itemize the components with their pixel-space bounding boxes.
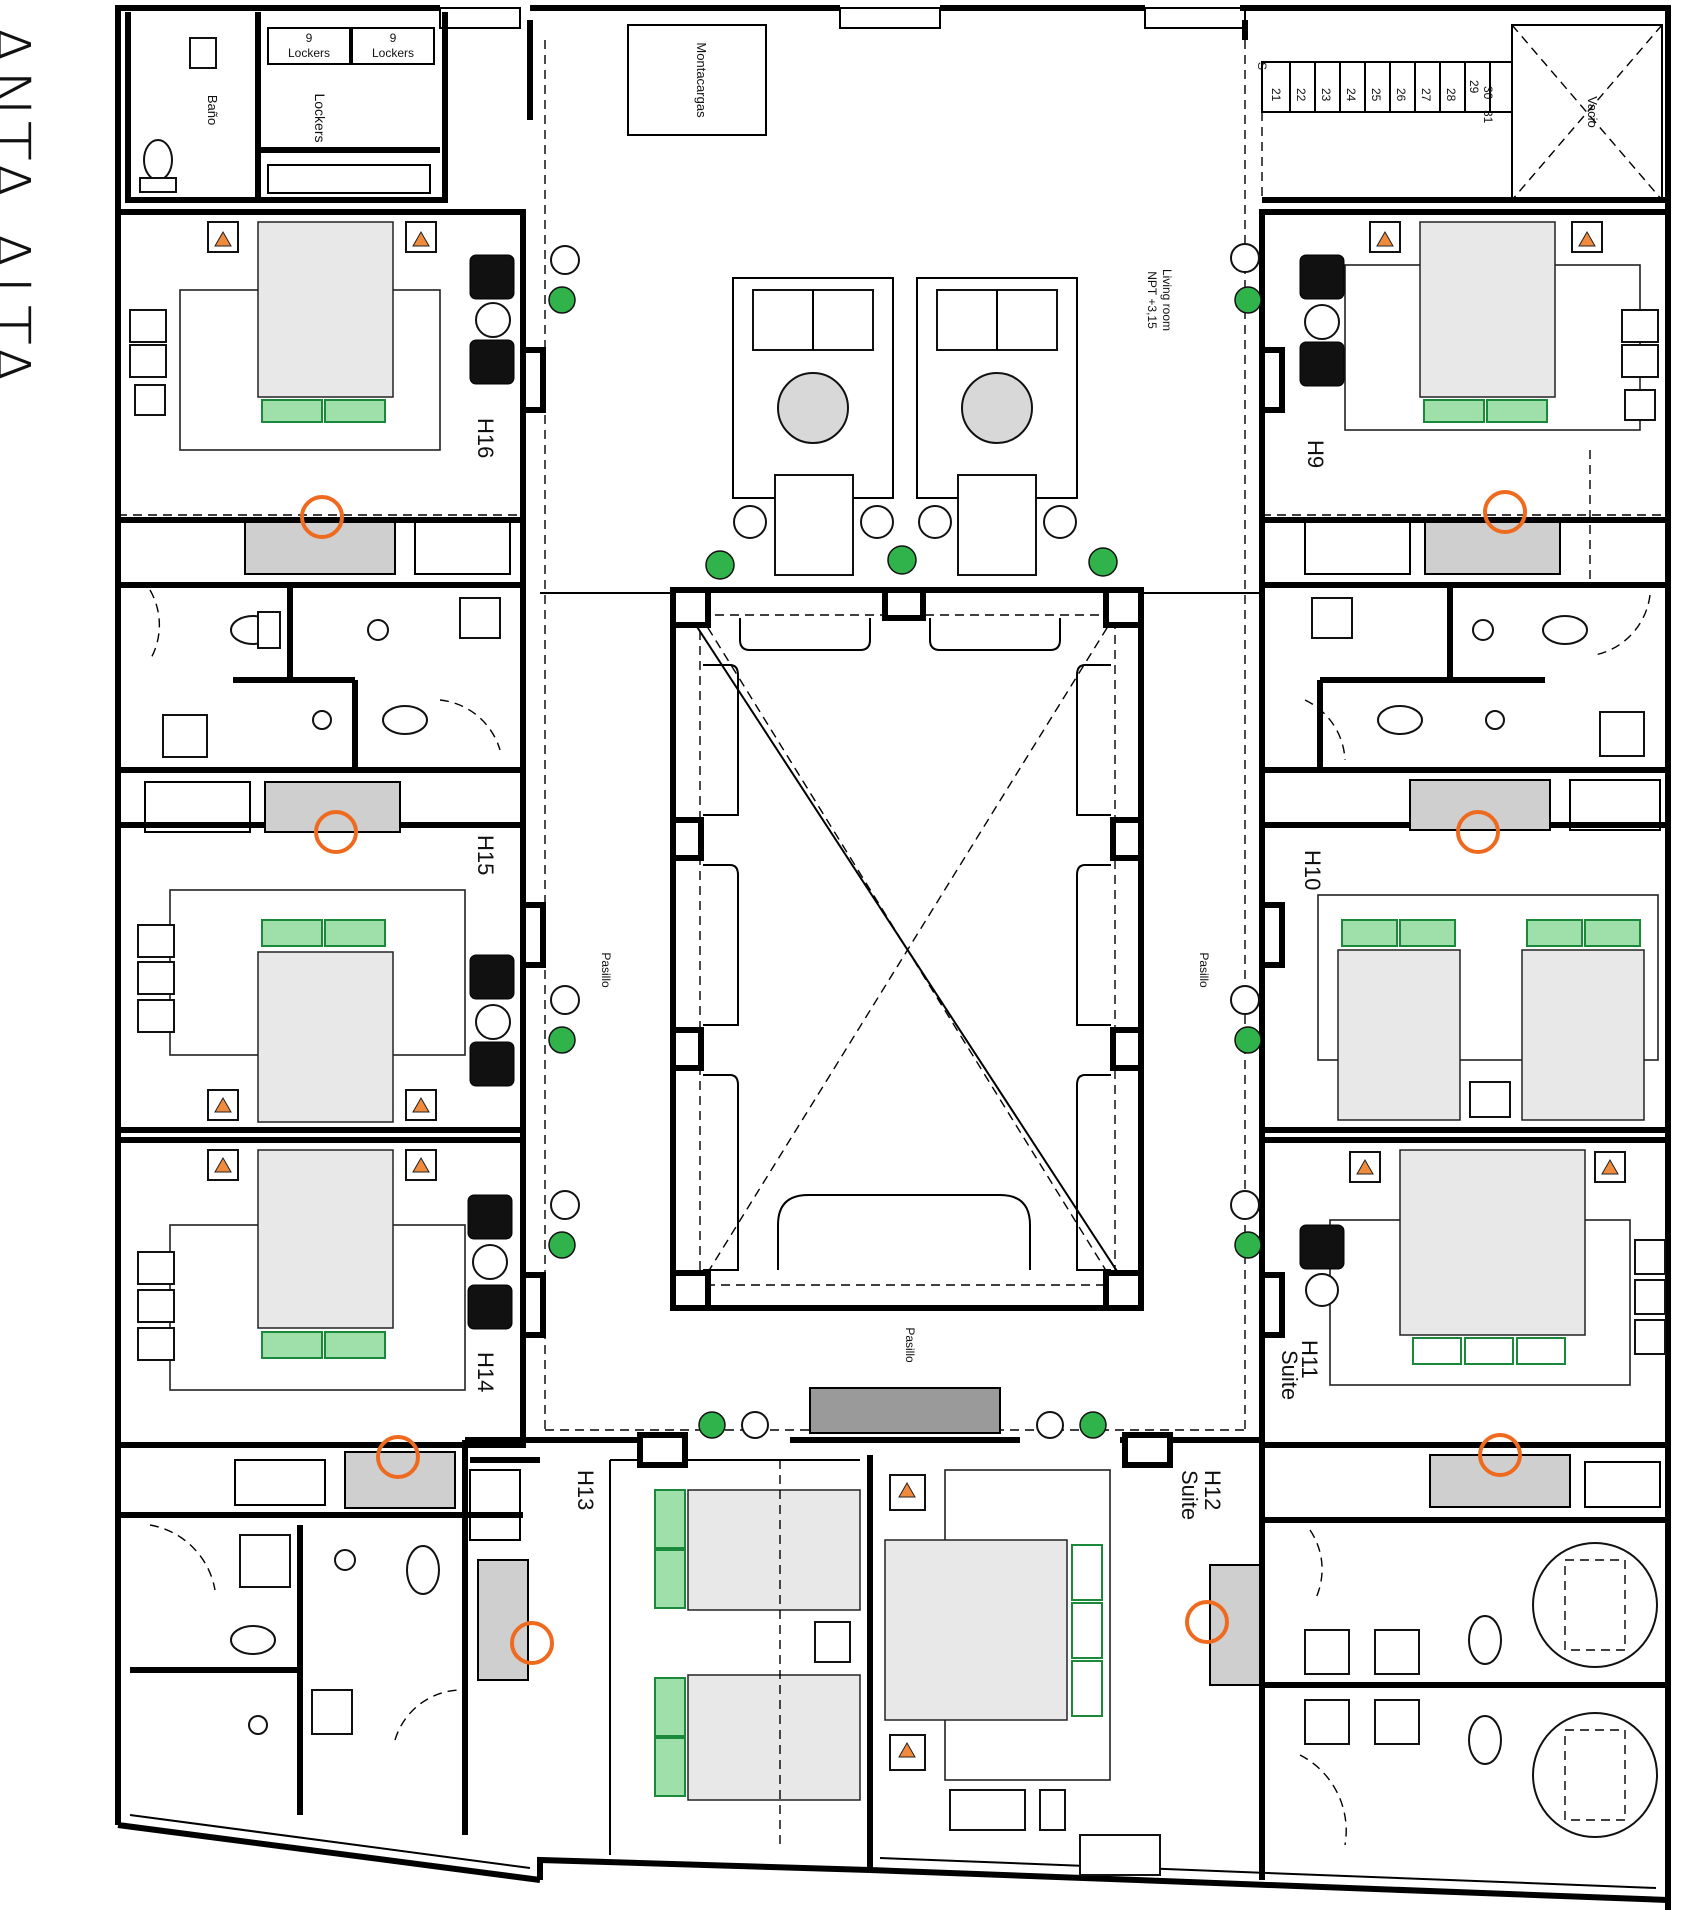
stair-step-22: 22 — [1294, 88, 1308, 102]
bath-right-upper — [1304, 594, 1661, 854]
stair-step-23: 23 — [1319, 88, 1333, 102]
lockers-a-count: 9 — [306, 31, 313, 45]
central-void — [670, 587, 1144, 1311]
stair-step-29: 29 — [1467, 80, 1481, 94]
npt-label: NPT +3,15 — [1145, 271, 1159, 329]
room-h15: H15 — [137, 835, 515, 1123]
stair-step-25: 25 — [1369, 88, 1383, 102]
room-label-h16: H16 — [473, 418, 498, 458]
room-label-h10: H10 — [1300, 850, 1325, 890]
room-label-h9: H9 — [1303, 440, 1328, 468]
lockers-a-word: Lockers — [288, 46, 330, 60]
montacargas-box — [627, 24, 767, 136]
room-label-h15: H15 — [473, 835, 498, 875]
room-label-h12: H12 — [1200, 1470, 1225, 1510]
stair-step-26: 26 — [1394, 88, 1408, 102]
lockers-b-word: Lockers — [372, 46, 414, 60]
room-h12: H12 Suite — [884, 1469, 1261, 1876]
room-h11: H11 Suite — [1277, 1149, 1666, 1508]
room-h14: H14 — [137, 1149, 513, 1509]
room-label-h14: H14 — [473, 1352, 498, 1392]
stair-step-27: 27 — [1419, 88, 1433, 102]
banio-label: Baño — [205, 95, 220, 125]
room-h16: H16 — [129, 221, 515, 575]
stair-s-label: S — [1255, 62, 1269, 70]
room-sublabel-h12: Suite — [1177, 1470, 1202, 1520]
stair-step-30: 30 — [1481, 86, 1495, 100]
bath-right-lower — [1299, 1529, 1658, 1846]
lockers-label: Lockers — [312, 93, 328, 142]
bath-lockers: Baño Lockers 9 Lockers 9 Lockers — [125, 12, 448, 203]
bath-left-lower — [149, 1524, 461, 1741]
room-sublabel-h11: Suite — [1277, 1350, 1302, 1400]
room-h10: H10 — [1300, 850, 1659, 1121]
room-h13: H13 — [477, 1460, 861, 1850]
living-room: Living room NPT +3,15 — [732, 269, 1174, 576]
stair-step-21: 21 — [1269, 88, 1283, 102]
room-h9: H9 — [1299, 221, 1659, 575]
center-bottom-walls — [465, 1437, 1265, 1880]
room-label-h11: H11 — [1297, 1340, 1322, 1379]
plants — [548, 243, 1262, 1439]
stair-step-24: 24 — [1344, 88, 1358, 102]
stair-step-28: 28 — [1444, 88, 1458, 102]
stairs: S 21 22 23 24 25 26 27 28 29 30 31 Vacio — [1255, 24, 1668, 203]
pasillo-left-label: Pasillo — [599, 952, 613, 988]
corridor-lines — [520, 20, 1285, 1468]
montacargas-label: Montacargas — [694, 42, 709, 118]
pasillo-right-label: Pasillo — [1197, 952, 1211, 988]
living-room-label: Living room — [1160, 269, 1174, 331]
vacio-label: Vacio — [1585, 96, 1600, 128]
room-label-h13: H13 — [573, 1470, 598, 1510]
lockers-b-count: 9 — [390, 31, 397, 45]
bath-left-upper — [144, 589, 501, 854]
stair-step-31: 31 — [1481, 110, 1495, 124]
pasillo-bottom-label: Pasillo — [903, 1327, 917, 1363]
